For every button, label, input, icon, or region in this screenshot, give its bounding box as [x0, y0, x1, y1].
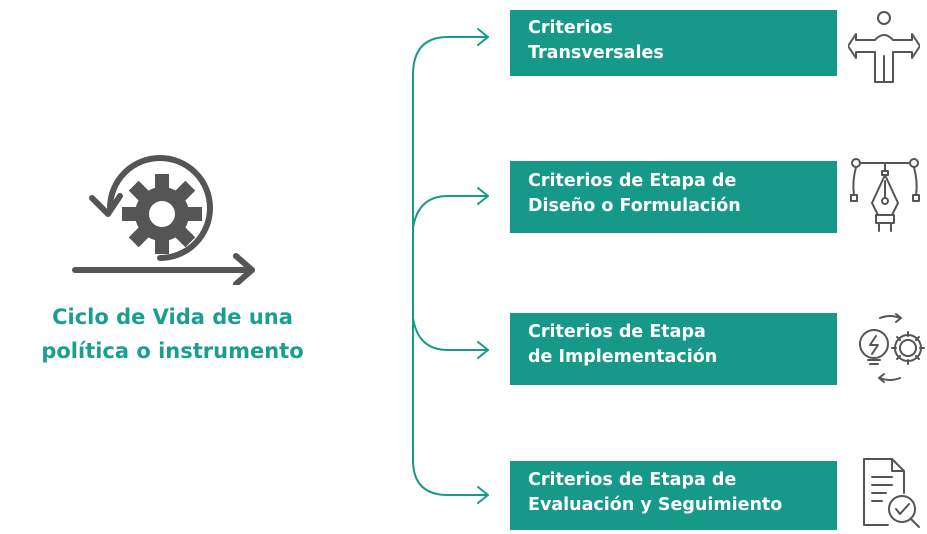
- main-title-line1: Ciclo de Vida de una: [52, 305, 293, 329]
- criteria-box-evaluacion: Criterios de Etapa de Evaluación y Segui…: [510, 461, 837, 530]
- criteria-box-line2: Transversales: [528, 43, 664, 63]
- document-check-icon: [863, 458, 920, 528]
- bulb-gear-cycle-icon: [859, 313, 925, 383]
- criteria-box-transversales: Criterios Transversales: [510, 10, 837, 76]
- criteria-box-line1: Criterios de Etapa de: [528, 171, 737, 191]
- criteria-box-line2: de Implementación: [528, 347, 718, 367]
- bracket-connector: [412, 28, 489, 504]
- criteria-box-implementacion: Criterios de Etapa de Implementación: [510, 313, 837, 385]
- criteria-box-line1: Criterios de Etapa de: [528, 470, 737, 490]
- main-title: Ciclo de Vida de una política o instrume…: [0, 300, 345, 368]
- criteria-box-line1: Criterios: [528, 18, 613, 38]
- criteria-box-diseno: Criterios de Etapa de Diseño o Formulaci…: [510, 161, 837, 233]
- criteria-box-line1: Criterios de Etapa: [528, 322, 706, 342]
- criteria-box-line2: Diseño o Formulación: [528, 196, 741, 216]
- cycle-gear-icon: [72, 155, 255, 285]
- criteria-box-line2: Evaluación y Seguimiento: [528, 495, 783, 515]
- person-crossroads-icon: [848, 11, 920, 83]
- main-title-line2: política o instrumento: [41, 339, 304, 363]
- pen-tool-icon: [850, 158, 920, 232]
